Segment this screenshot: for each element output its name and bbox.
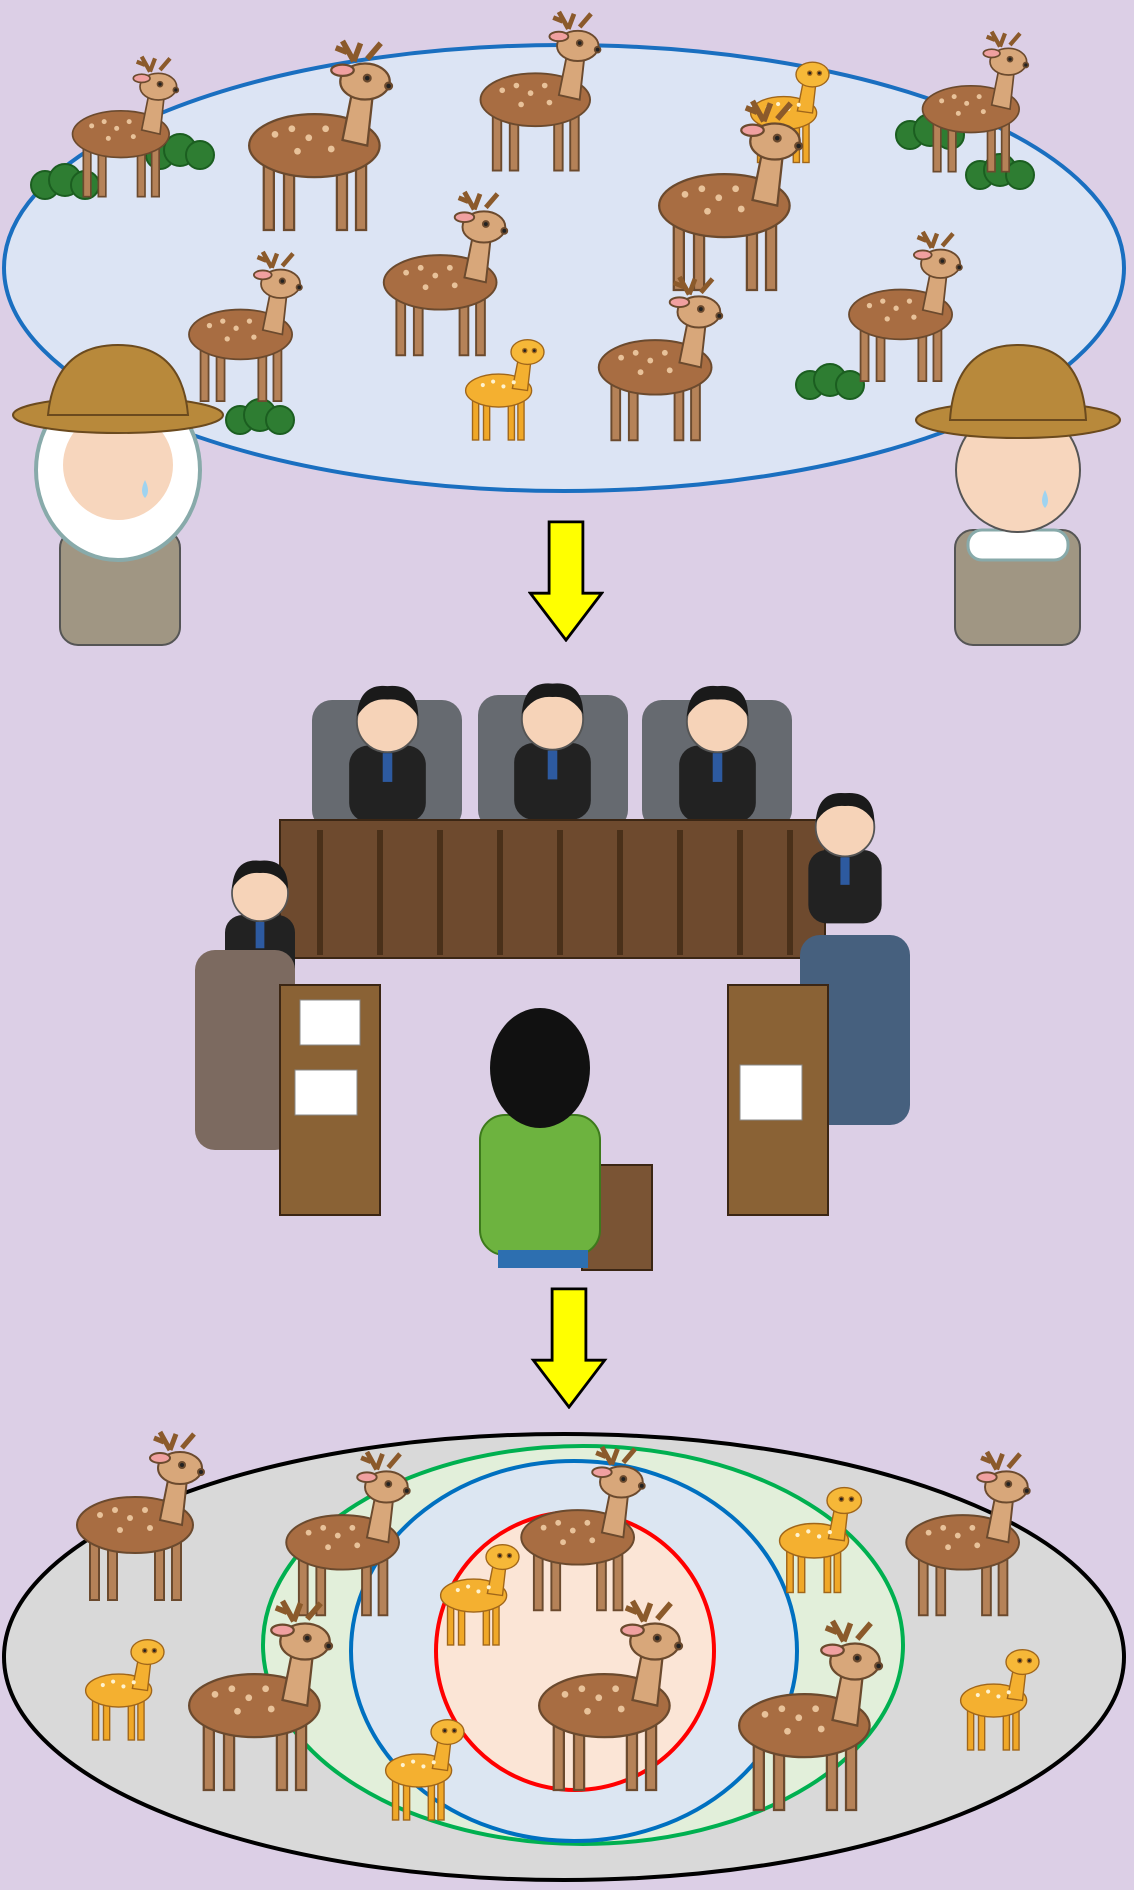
judge [348,684,427,823]
document [299,999,361,1046]
lawyer-left-body [195,950,295,1150]
farmer-man [915,343,1121,646]
document [294,1069,358,1116]
tear-icon [142,480,148,498]
judge [678,684,757,823]
defendant-head [490,1008,590,1128]
arrow-down-icon [531,1287,607,1409]
farmer-woman [12,343,224,646]
document [739,1064,803,1121]
tear-icon [1042,490,1048,508]
zoned-area [2,1432,1126,1882]
arrow-down-icon [528,520,604,642]
judges-bench [279,819,826,959]
courtroom-scene [195,682,910,1271]
lawyer-right [807,792,883,925]
chief-judge [513,682,592,821]
defendant [479,1114,601,1256]
field-scene [2,12,1126,493]
